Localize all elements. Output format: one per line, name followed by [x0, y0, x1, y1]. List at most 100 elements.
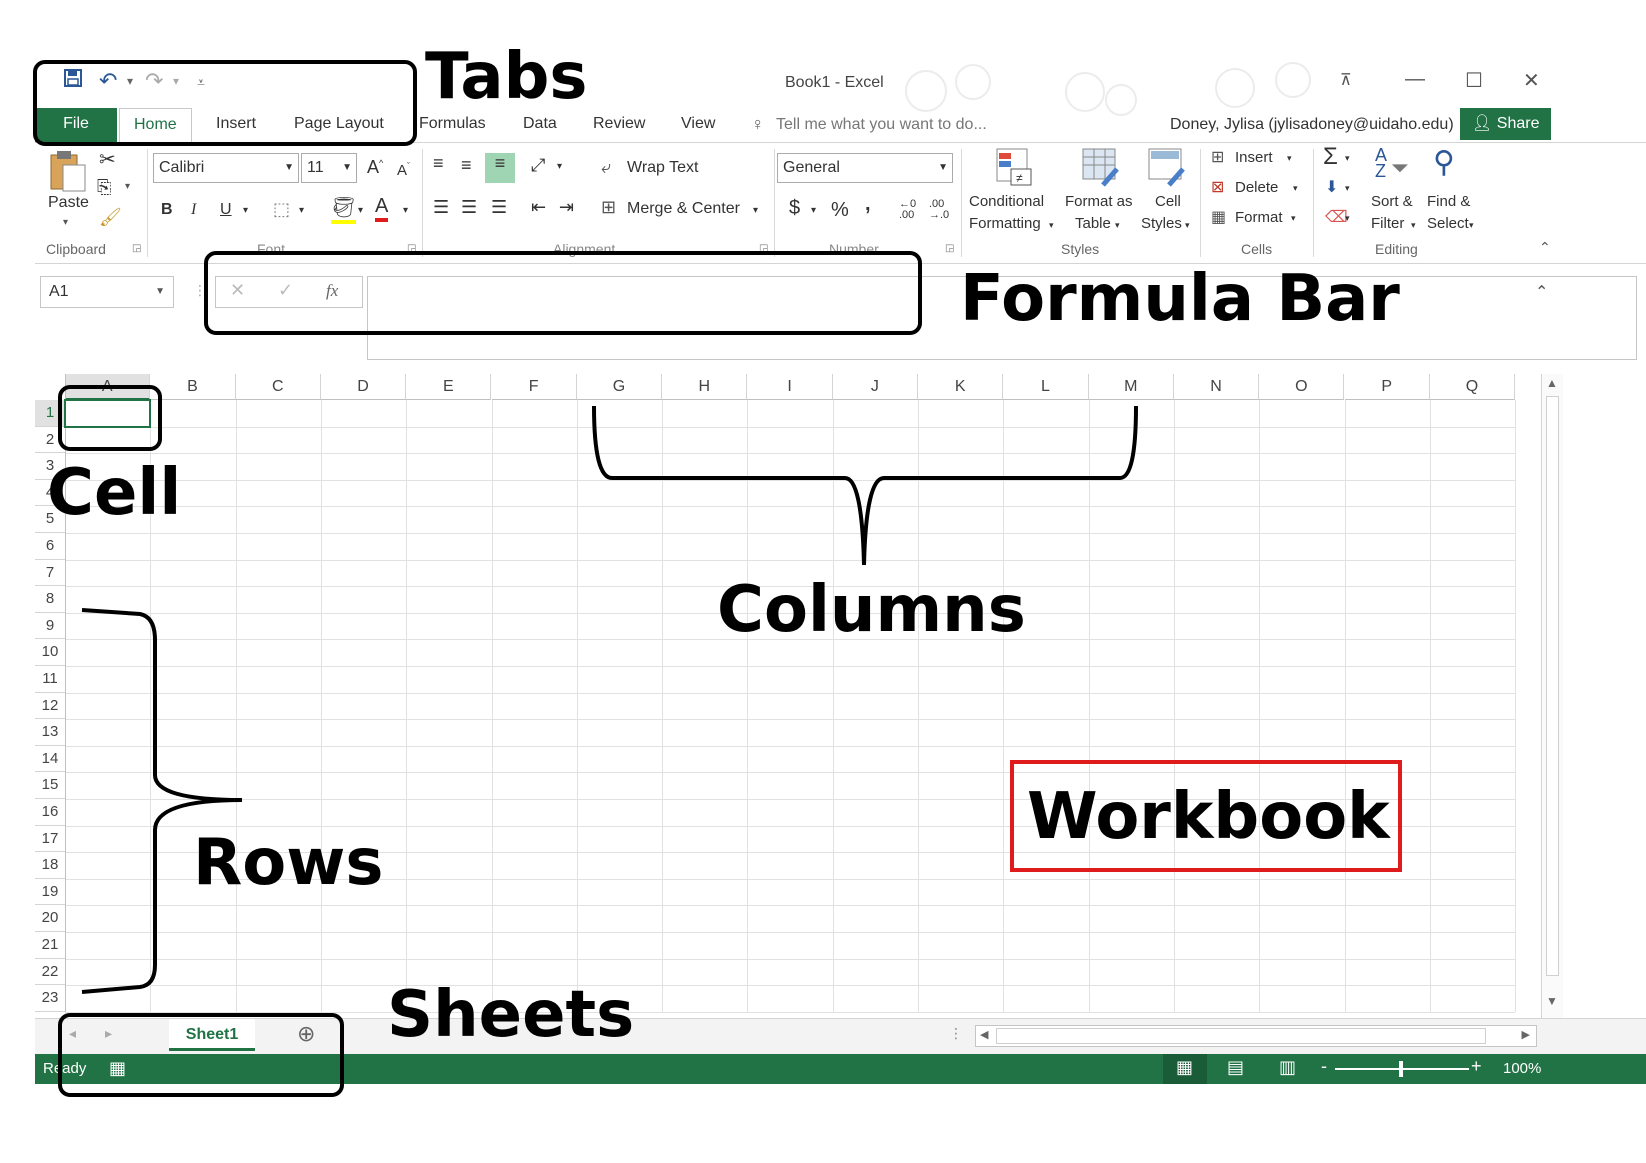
row-header[interactable]: 8: [35, 586, 65, 613]
save-icon[interactable]: [63, 68, 83, 94]
paste-icon[interactable]: [49, 149, 87, 192]
column-header[interactable]: B: [150, 374, 236, 400]
cancel-icon[interactable]: ✕: [230, 280, 246, 300]
increase-indent-icon[interactable]: ⇥: [559, 197, 575, 217]
column-header[interactable]: J: [832, 374, 918, 400]
find-select-line1[interactable]: Find &: [1427, 193, 1471, 210]
increase-font-icon[interactable]: A^: [367, 157, 384, 177]
tab-view[interactable]: View: [681, 115, 716, 132]
formula-input[interactable]: [367, 276, 1637, 360]
row-header[interactable]: 7: [35, 560, 65, 587]
tab-home[interactable]: Home: [119, 108, 192, 142]
top-align-icon[interactable]: ≡: [433, 153, 444, 173]
row-header[interactable]: 22: [35, 959, 65, 986]
maximize-icon[interactable]: ☐: [1465, 70, 1483, 92]
page-break-view-icon[interactable]: ▥: [1279, 1057, 1297, 1077]
decrease-decimal-icon[interactable]: .00→.0: [929, 198, 950, 221]
format-cells-icon[interactable]: ▦: [1211, 209, 1227, 226]
row-header[interactable]: 19: [35, 879, 65, 906]
undo-icon[interactable]: ↶: [99, 68, 118, 93]
bottom-align-icon[interactable]: ≡: [485, 153, 515, 183]
row-header[interactable]: 6: [35, 533, 65, 560]
next-sheet-icon[interactable]: ▸: [105, 1025, 113, 1041]
column-header[interactable]: H: [662, 374, 748, 400]
zoom-level[interactable]: 100%: [1503, 1060, 1542, 1077]
user-account[interactable]: Doney, Jylisa (jylisadoney@uidaho.edu): [1170, 116, 1454, 133]
redo-icon[interactable]: ↷: [145, 68, 164, 93]
alignment-launcher-icon[interactable]: ◲: [759, 243, 769, 254]
zoom-out-icon[interactable]: -: [1321, 1056, 1327, 1076]
format-painter-icon[interactable]: 🖌︎: [99, 207, 122, 227]
delete-cells-icon[interactable]: ⊠: [1211, 179, 1225, 196]
column-header[interactable]: C: [235, 374, 321, 400]
insert-cells-icon[interactable]: ⊞: [1211, 149, 1225, 166]
format-table-dropdown-icon[interactable]: ▾: [1115, 220, 1120, 230]
tab-review[interactable]: Review: [593, 115, 646, 132]
paste-dropdown-icon[interactable]: ▾: [63, 217, 69, 228]
font-color-dropdown-icon[interactable]: ▾: [403, 205, 409, 216]
font-color-icon[interactable]: A: [375, 195, 389, 222]
row-header[interactable]: 9: [35, 613, 65, 640]
find-dropdown-icon[interactable]: ▾: [1469, 220, 1474, 230]
split-grip-icon[interactable]: ⋮: [949, 1025, 963, 1041]
row-header[interactable]: 15: [35, 772, 65, 799]
ribbon-display-options-icon[interactable]: ⊼: [1340, 72, 1352, 89]
new-sheet-icon[interactable]: ⊕: [297, 1021, 316, 1046]
delete-dropdown-icon[interactable]: ▾: [1293, 183, 1298, 193]
sheet-tab-sheet1[interactable]: Sheet1: [169, 1019, 255, 1051]
percent-button[interactable]: %: [831, 199, 849, 221]
fill-color-icon[interactable]: 🪣︎: [331, 195, 357, 224]
middle-align-icon[interactable]: ≡: [461, 155, 472, 175]
row-header[interactable]: 13: [35, 719, 65, 746]
column-header[interactable]: D: [320, 374, 407, 400]
prev-sheet-icon[interactable]: ◂: [69, 1025, 77, 1041]
conditional-dropdown-icon[interactable]: ▾: [1049, 220, 1054, 230]
tab-data[interactable]: Data: [523, 115, 557, 132]
align-left-icon[interactable]: ☰: [433, 197, 450, 217]
column-header[interactable]: P: [1344, 374, 1430, 400]
borders-dropdown-icon[interactable]: ▾: [299, 205, 305, 216]
fill-dropdown-icon[interactable]: ▾: [358, 205, 364, 216]
cell-styles-icon[interactable]: [1147, 147, 1187, 192]
paste-button[interactable]: Paste: [48, 194, 89, 211]
scroll-up-icon[interactable]: ▲: [1546, 376, 1558, 390]
find-select-icon[interactable]: ⚲: [1433, 146, 1455, 179]
format-as-table-line1[interactable]: Format as: [1065, 193, 1133, 210]
fill-dropdown-icon[interactable]: ▾: [1345, 183, 1350, 193]
format-as-table-icon[interactable]: [1081, 147, 1121, 192]
cell-styles-dropdown-icon[interactable]: ▾: [1185, 220, 1190, 230]
wrap-text-icon[interactable]: ⤶: [601, 157, 612, 177]
decrease-indent-icon[interactable]: ⇤: [531, 197, 547, 217]
column-header[interactable]: F: [491, 374, 577, 400]
merge-center-icon[interactable]: ⊞: [601, 197, 617, 217]
merge-dropdown-icon[interactable]: ▾: [753, 205, 759, 216]
comma-button[interactable]: ,: [865, 193, 871, 215]
row-header[interactable]: 11: [35, 666, 65, 693]
undo-dropdown-icon[interactable]: ▾: [127, 74, 134, 88]
row-header[interactable]: 17: [35, 826, 65, 853]
column-header[interactable]: G: [576, 374, 663, 400]
row-header[interactable]: 16: [35, 799, 65, 826]
tab-page-layout[interactable]: Page Layout: [294, 115, 384, 132]
fill-down-icon[interactable]: ⬇: [1325, 179, 1339, 196]
share-button[interactable]: 👤︎ Share: [1460, 108, 1552, 140]
column-header[interactable]: O: [1259, 374, 1345, 400]
column-header[interactable]: E: [406, 374, 492, 400]
formula-bar-grip-icon[interactable]: ⋮: [193, 282, 207, 298]
sort-filter-line2[interactable]: Filter: [1371, 215, 1405, 232]
column-header[interactable]: I: [747, 374, 833, 400]
page-layout-view-icon[interactable]: ▤: [1227, 1057, 1245, 1077]
currency-dropdown-icon[interactable]: ▾: [811, 205, 817, 216]
normal-view-button[interactable]: ▦: [1163, 1054, 1207, 1084]
active-cell-a1[interactable]: [64, 399, 152, 428]
cell-styles-line1[interactable]: Cell: [1155, 193, 1181, 210]
sort-dropdown-icon[interactable]: ▾: [1411, 220, 1416, 230]
zoom-slider-thumb[interactable]: [1399, 1061, 1403, 1077]
number-launcher-icon[interactable]: ◲: [945, 243, 955, 254]
font-launcher-icon[interactable]: ◲: [407, 243, 417, 254]
clear-dropdown-icon[interactable]: ▾: [1345, 213, 1350, 223]
bold-button[interactable]: B: [161, 201, 173, 218]
hscroll-thumb[interactable]: [996, 1028, 1486, 1044]
column-header[interactable]: M: [1088, 374, 1174, 400]
